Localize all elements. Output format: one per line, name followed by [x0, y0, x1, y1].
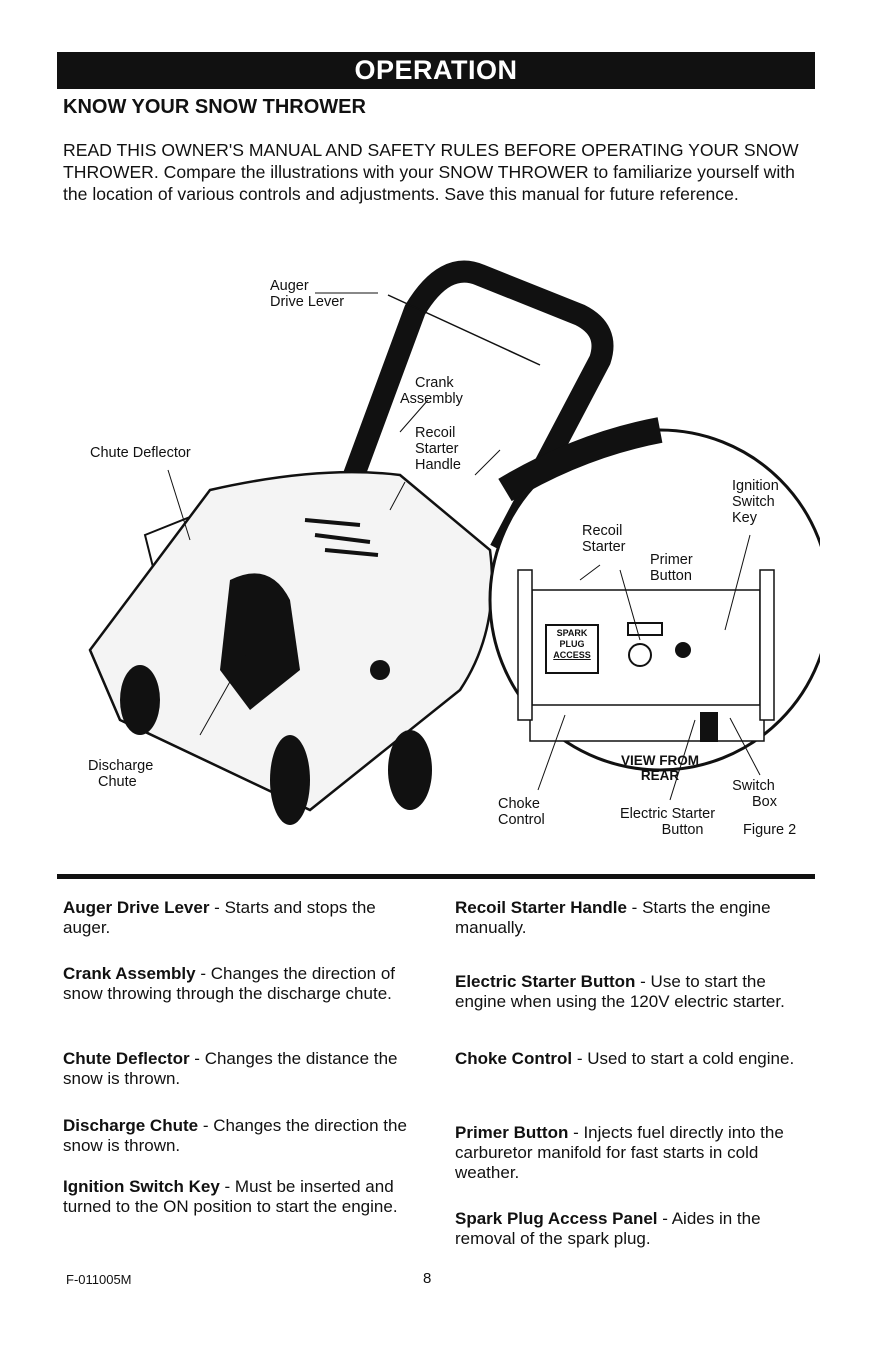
label-chute-deflector: Chute Deflector	[90, 445, 191, 461]
term: Chute Deflector	[63, 1049, 190, 1068]
term: Ignition Switch Key	[63, 1177, 220, 1196]
label-recoil-starter-handle: Recoil Starter Handle	[415, 425, 461, 473]
definition-electric-starter-button: Electric Starter Button - Use to start t…	[455, 972, 785, 1011]
definition-ignition-switch-key: Ignition Switch Key - Must be inserted a…	[63, 1177, 398, 1216]
snow-thrower-figure: Auger Drive Lever Crank Assembly Recoil …	[60, 250, 820, 850]
definition-choke-control: Choke Control - Used to start a cold eng…	[455, 1049, 795, 1068]
term: Discharge Chute	[63, 1116, 199, 1135]
definition-text: Starts and stops the auger.	[63, 898, 376, 937]
term: Choke Control	[455, 1049, 573, 1068]
label-choke-control: Choke Control	[498, 796, 545, 828]
section-header-bar: OPERATION	[57, 52, 815, 89]
definition-crank-assembly: Crank Assembly - Changes the direction o…	[63, 964, 396, 1003]
label-electric-starter-button: Electric Starter Button	[620, 806, 716, 838]
label-switch-box: Switch Box	[732, 778, 777, 810]
divider	[57, 874, 815, 879]
definition-text: Changes the distance the snow is thrown.	[63, 1049, 398, 1088]
term: Auger Drive Lever	[63, 898, 210, 917]
figure-caption: Figure 2	[743, 822, 797, 838]
label-discharge-chute: Discharge Chute	[88, 758, 154, 790]
definition-text: Use to start the engine when using the 1…	[455, 972, 785, 1011]
term: Crank Assembly	[63, 964, 196, 983]
label-recoil-starter: Recoil Starter	[582, 523, 626, 555]
definition-text: Injects fuel directly into the carbureto…	[455, 1123, 784, 1182]
term: Primer Button	[455, 1123, 569, 1142]
term: Recoil Starter Handle	[455, 898, 627, 917]
definition-spark-plug-access-panel: Spark Plug Access Panel - Aides in the r…	[455, 1209, 761, 1248]
definition-primer-button: Primer Button - Injects fuel directly in…	[455, 1123, 784, 1182]
label-ignition-switch-key: Ignition Switch Key	[732, 478, 779, 526]
definition-auger-drive-lever: Auger Drive Lever - Starts and stops the…	[63, 898, 376, 937]
definition-text: Changes the direction of snow throwing t…	[63, 964, 396, 1003]
definition-text: Aides in the removal of the spark plug.	[455, 1209, 761, 1248]
label-view-from-rear: VIEW FROM REAR	[621, 753, 699, 783]
term: Spark Plug Access Panel	[455, 1209, 658, 1228]
document-code: F-011005M	[66, 1272, 132, 1287]
label-spark-plug-access: SPARK PLUG ACCESS	[553, 628, 591, 660]
definition-text: Used to start a cold engine.	[587, 1049, 795, 1068]
snow-thrower-illustration	[88, 260, 820, 825]
definition-text: Changes the direction the snow is thrown…	[63, 1116, 407, 1155]
section-title: KNOW YOUR SNOW THROWER	[63, 96, 366, 118]
label-primer-button: Primer Button	[650, 552, 693, 584]
definition-recoil-starter-handle: Recoil Starter Handle - Starts the engin…	[455, 898, 771, 937]
page-number: 8	[423, 1270, 432, 1287]
label-crank-assembly: Crank Assembly	[400, 375, 463, 407]
definition-text: Starts the engine manually.	[455, 898, 771, 937]
label-auger-drive-lever: Auger Drive Lever	[270, 278, 345, 310]
definition-text: Must be inserted and turned to the ON po…	[63, 1177, 398, 1216]
term: Electric Starter Button	[455, 972, 636, 991]
definition-discharge-chute: Discharge Chute - Changes the direction …	[63, 1116, 407, 1155]
definition-chute-deflector: Chute Deflector - Changes the distance t…	[63, 1049, 398, 1088]
intro-paragraph: READ THIS OWNER'S MANUAL AND SAFETY RULE…	[63, 140, 799, 204]
